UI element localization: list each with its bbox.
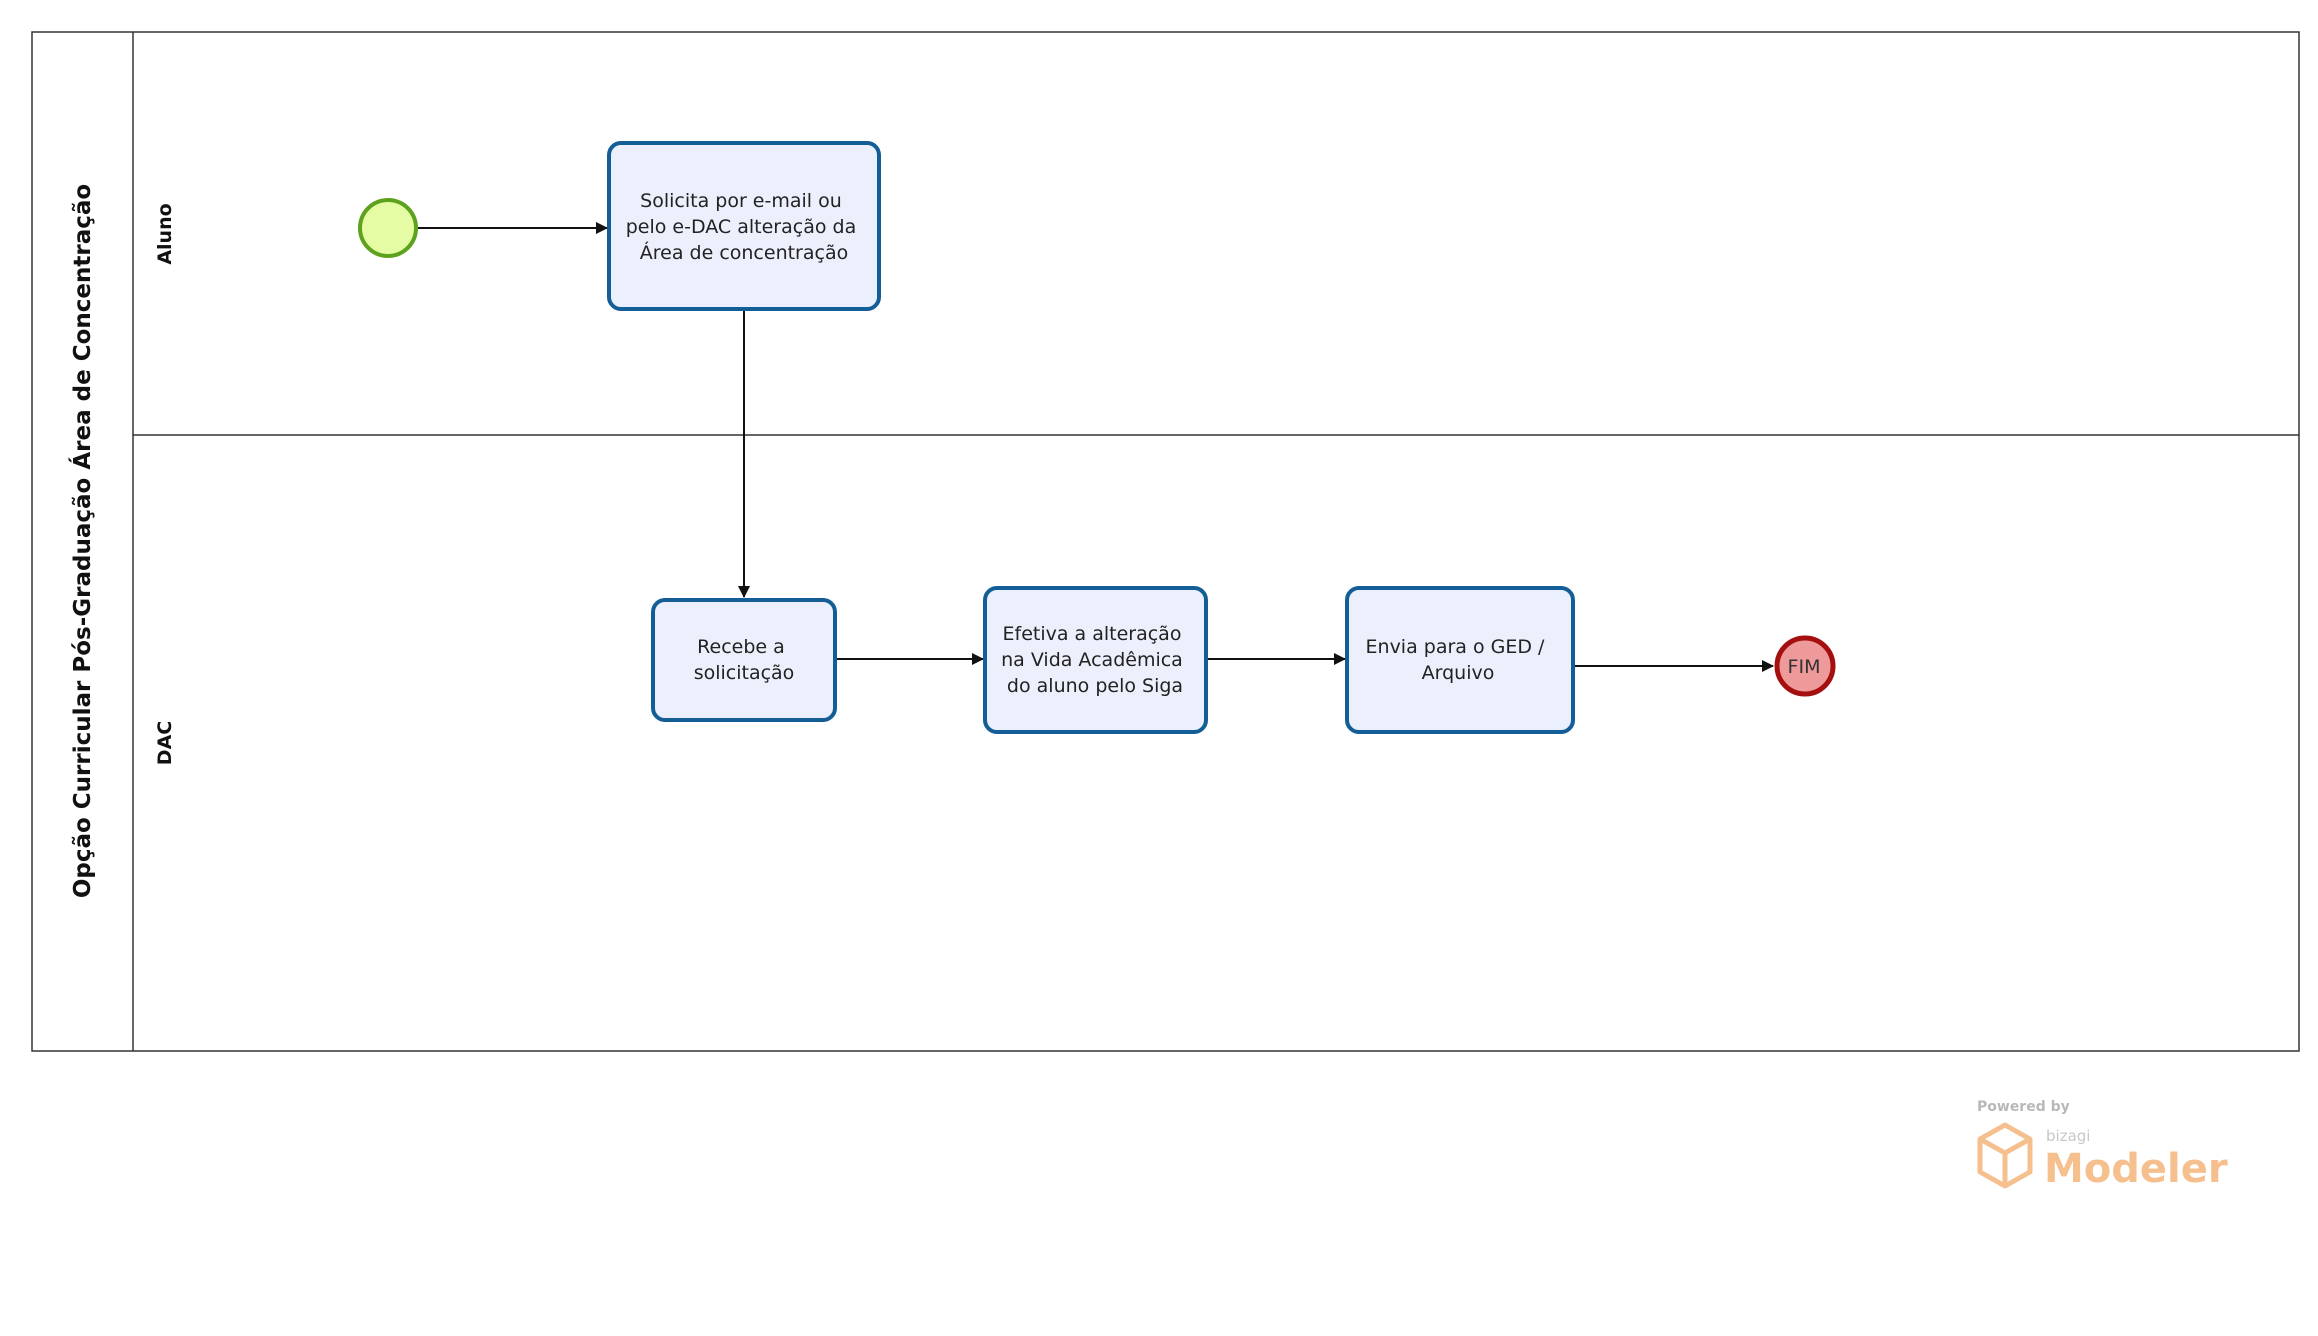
- pool-title: Opção Curricular Pós-Graduação Área de C…: [68, 184, 96, 898]
- task-solicita-line-1: Solicita por e-mail ou: [640, 190, 842, 212]
- lane-title-aluno: Aluno: [154, 203, 176, 264]
- task-envia-box[interactable]: [1345, 586, 1575, 734]
- lane-aluno: Aluno: [154, 203, 176, 264]
- modeler-brand-text: Modeler: [2044, 1146, 2228, 1192]
- task-efetiva-line-2: na Vida Acadêmica: [1001, 649, 1183, 671]
- end-event[interactable]: FIM: [1774, 635, 1836, 697]
- task-solicita-line-2: pelo e-DAC alteração da: [626, 216, 856, 238]
- bizagi-watermark: Powered by bizagi Modeler: [1977, 1099, 2228, 1192]
- task-efetiva-box[interactable]: [983, 586, 1208, 734]
- task-envia-line-2: Arquivo: [1422, 662, 1495, 684]
- pool: Opção Curricular Pós-Graduação Área de C…: [31, 31, 2300, 1052]
- lane-dac: DAC: [154, 721, 176, 765]
- end-event-label: FIM: [1788, 656, 1821, 678]
- task-efetiva[interactable]: Efetiva a alteração na Vida Acadêmica do…: [983, 586, 1208, 734]
- pool-border: [31, 31, 2300, 1052]
- task-recebe-label: Recebe a solicitação: [694, 636, 795, 684]
- end-event-circle[interactable]: [1774, 635, 1836, 697]
- bizagi-logo-icon: [1977, 1122, 2033, 1189]
- task-recebe[interactable]: Recebe a solicitação: [651, 598, 837, 722]
- task-envia[interactable]: Envia para o GED / Arquivo: [1345, 586, 1575, 734]
- bizagi-brand-small: bizagi: [2046, 1127, 2090, 1145]
- task-recebe-line-2: solicitação: [694, 662, 795, 684]
- task-efetiva-line-3: do aluno pelo Siga: [1007, 675, 1183, 697]
- task-solicita[interactable]: Solicita por e-mail ou pelo e-DAC altera…: [607, 141, 881, 311]
- powered-by-text: Powered by: [1977, 1099, 2070, 1115]
- task-envia-line-1: Envia para o GED /: [1366, 636, 1546, 658]
- task-recebe-line-1: Recebe a: [697, 636, 785, 658]
- task-efetiva-label: Efetiva a alteração na Vida Acadêmica do…: [1001, 623, 1189, 697]
- task-recebe-box[interactable]: [651, 598, 837, 722]
- start-event[interactable]: [358, 198, 418, 258]
- sequence-flows: [418, 222, 1774, 672]
- task-efetiva-line-1: Efetiva a alteração: [1003, 623, 1182, 645]
- task-envia-label: Envia para o GED / Arquivo: [1366, 636, 1551, 684]
- task-solicita-line-3: Área de concentração: [640, 241, 848, 264]
- lane-title-dac: DAC: [154, 721, 176, 765]
- task-solicita-label: Solicita por e-mail ou pelo e-DAC altera…: [626, 190, 863, 264]
- task-solicita-box[interactable]: [607, 141, 881, 311]
